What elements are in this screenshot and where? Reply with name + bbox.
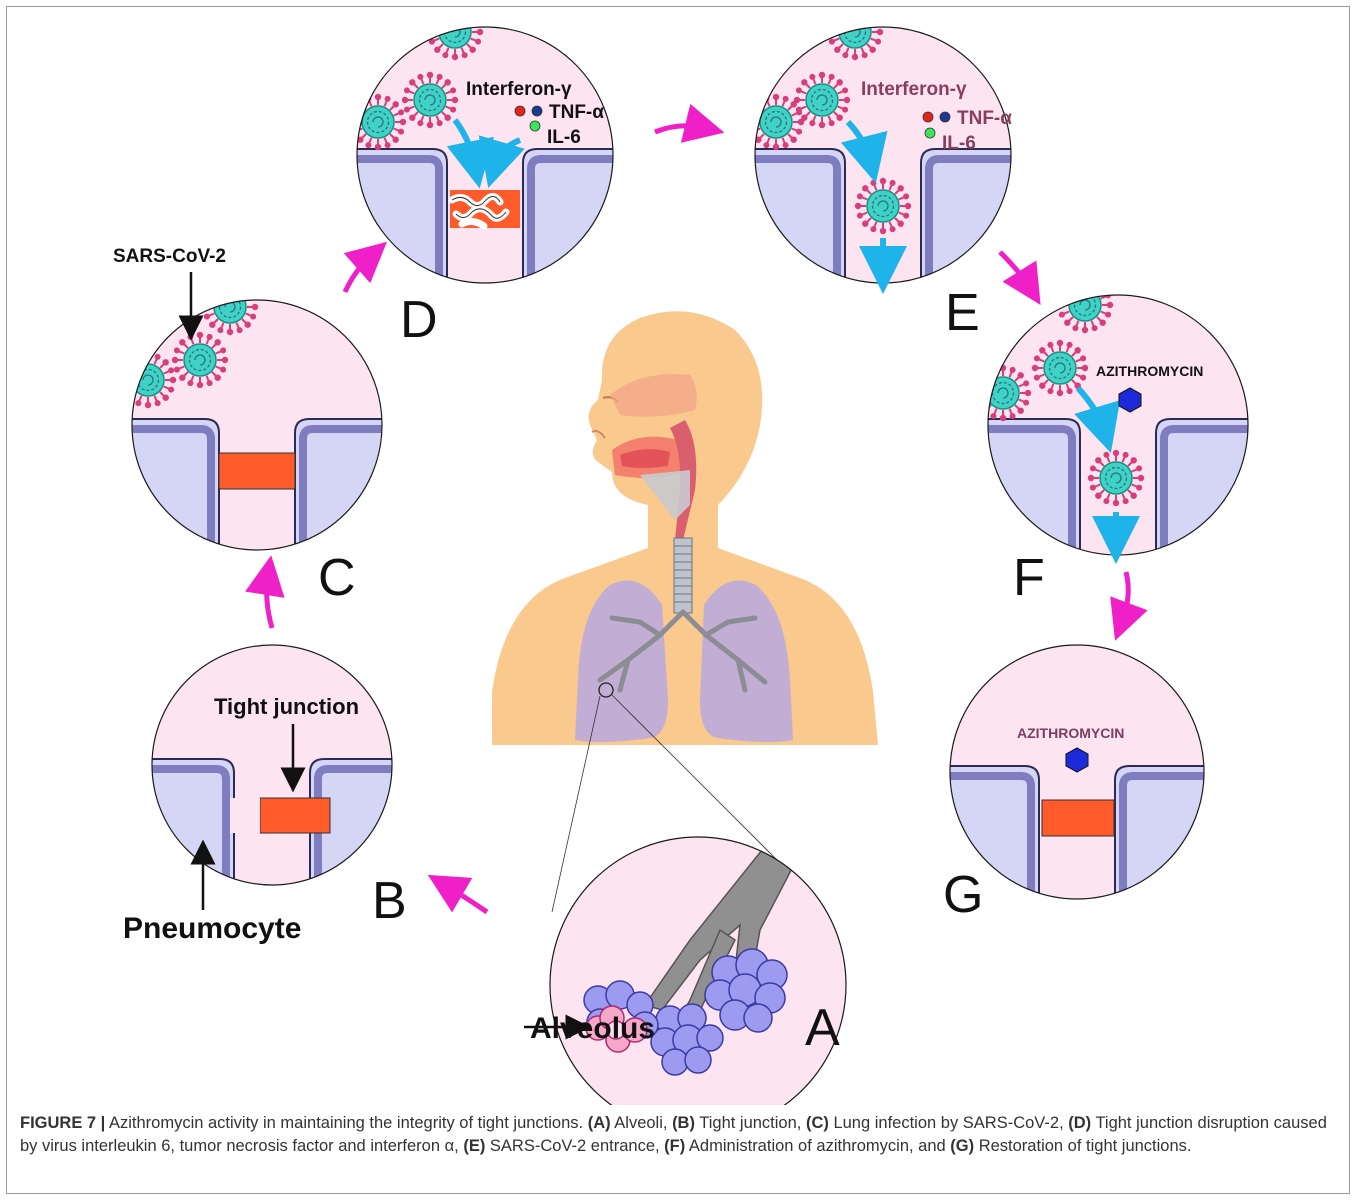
- caption-text-f: Administration of azithromycin, and: [685, 1137, 950, 1155]
- label-sars-cov-2: SARS-CoV-2: [113, 246, 226, 267]
- caption-text: Azithromycin activity in maintaining the…: [105, 1114, 587, 1132]
- label-alveolus: Alveolus: [530, 1012, 655, 1045]
- trachea: [674, 538, 692, 613]
- figure-diagram: Alveolus A Tight junction Pneumocyte B S…: [0, 0, 1358, 1105]
- panel-label-a: A: [805, 999, 840, 1057]
- caption-tag-g: (G): [950, 1137, 974, 1155]
- caption-prefix: FIGURE 7 |: [20, 1114, 105, 1132]
- panel-e-entrance: [683, 4, 1083, 355]
- label-azithromycin-g: AZITHROMYCIN: [1017, 725, 1124, 741]
- label-tnf-d: TNF-α: [549, 102, 604, 123]
- label-interferon-d: Interferon-γ: [466, 79, 572, 100]
- panel-d-disruption: [285, 4, 685, 355]
- caption-tag-c: (C): [806, 1114, 829, 1132]
- panel-g-restoration: [877, 645, 1277, 972]
- caption-tag-e: (E): [463, 1137, 485, 1155]
- caption-tag-f: (F): [664, 1137, 685, 1155]
- label-il6-e: IL-6: [942, 133, 976, 154]
- caption-text-b: Tight junction,: [695, 1114, 806, 1132]
- label-interferon-e: Interferon-γ: [861, 79, 967, 100]
- caption-tag-d: (D): [1068, 1114, 1091, 1132]
- caption-text-a: Alveoli,: [611, 1114, 672, 1132]
- label-tnf-e: TNF-α: [957, 108, 1012, 129]
- label-azithromycin-f: AZITHROMYCIN: [1096, 363, 1203, 379]
- label-pneumocyte: Pneumocyte: [123, 912, 301, 945]
- tight-junction-b: [260, 798, 330, 833]
- panel-label-d: D: [400, 291, 438, 349]
- caption-text-c: Lung infection by SARS-CoV-2,: [829, 1114, 1068, 1132]
- panel-label-g: G: [943, 866, 983, 924]
- panel-label-f: F: [1013, 549, 1045, 607]
- panel-c-infection: [57, 279, 457, 625]
- panel-a-alveoli: [550, 830, 846, 1105]
- human-body-illustration: [492, 311, 878, 912]
- figure-caption: FIGURE 7 | Azithromycin activity in main…: [20, 1112, 1340, 1158]
- label-tight-junction: Tight junction: [214, 694, 359, 719]
- panel-label-b: B: [372, 872, 407, 930]
- broken-junction: [450, 190, 520, 228]
- panel-label-c: C: [318, 549, 356, 607]
- panel-label-e: E: [945, 284, 980, 342]
- caption-text-g: Restoration of tight junctions.: [974, 1137, 1191, 1155]
- caption-text-e: SARS-CoV-2 entrance,: [485, 1137, 664, 1155]
- caption-tag-b: (B): [672, 1114, 695, 1132]
- label-il6-d: IL-6: [547, 127, 581, 148]
- caption-tag-a: (A): [588, 1114, 611, 1132]
